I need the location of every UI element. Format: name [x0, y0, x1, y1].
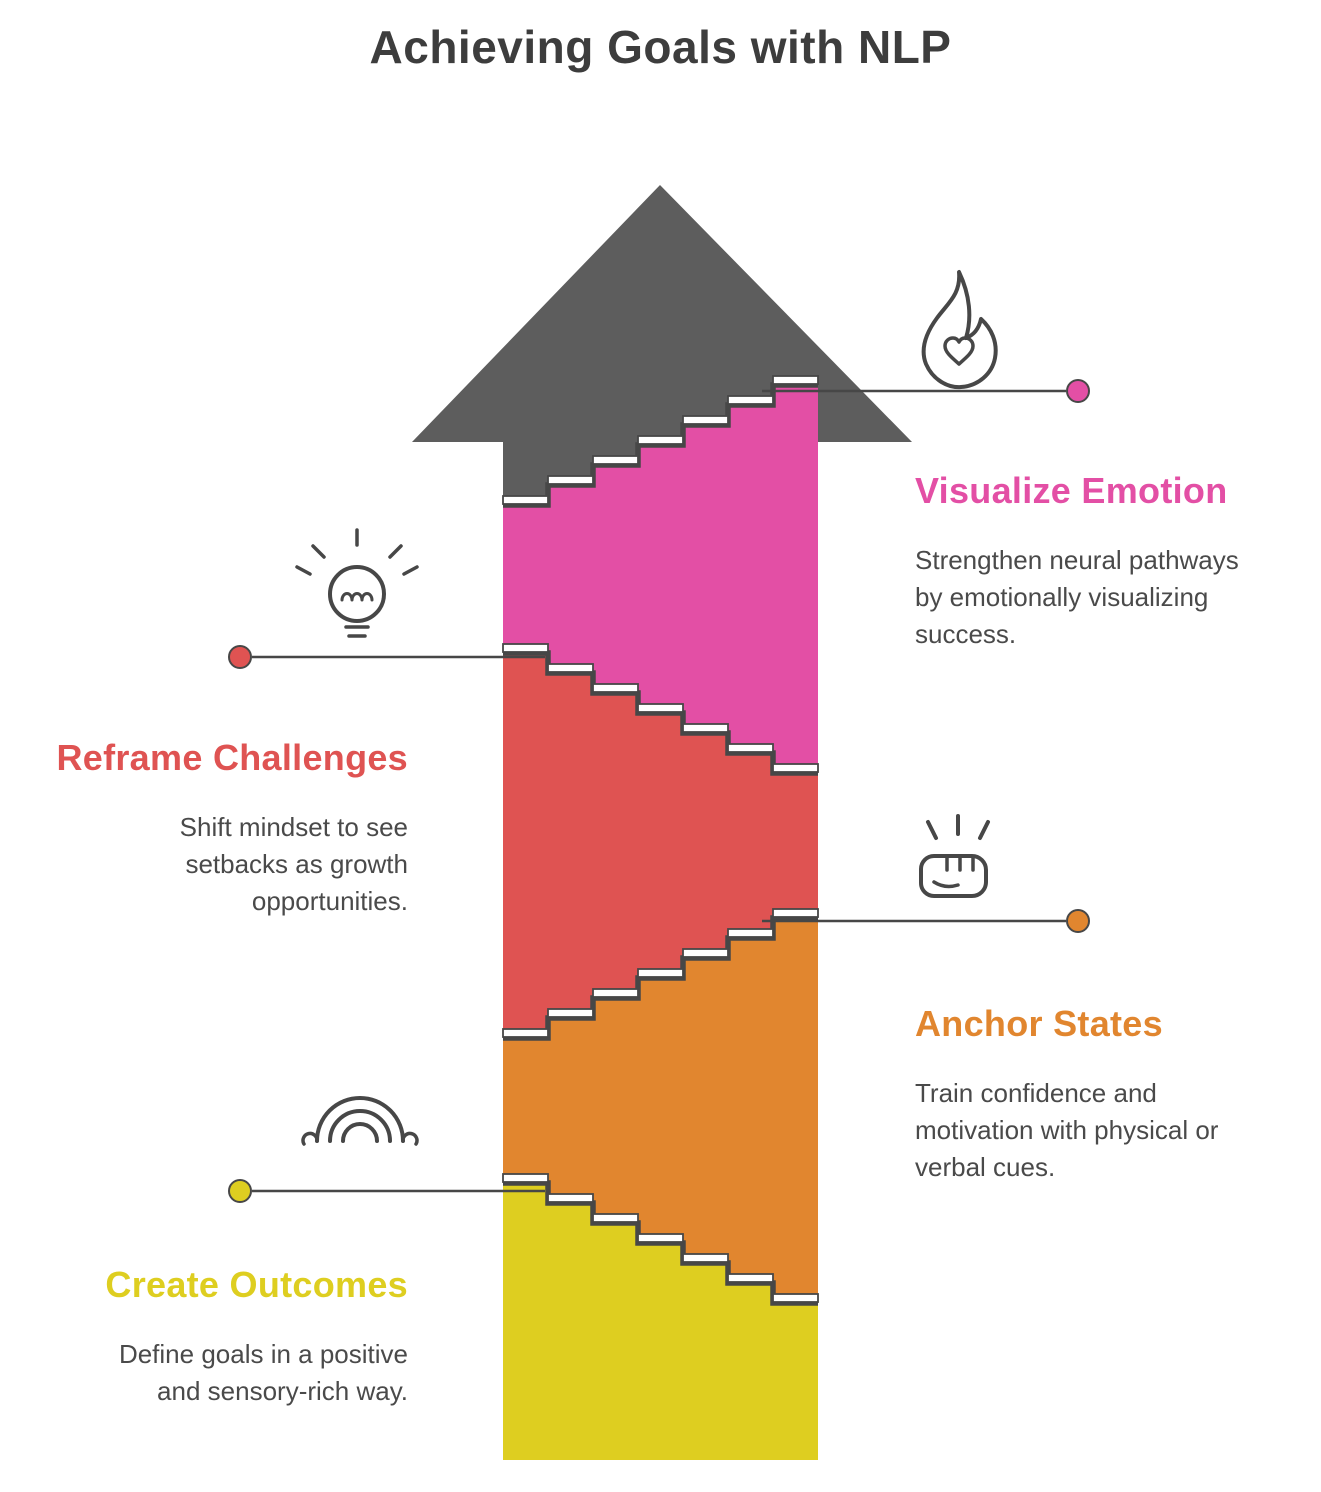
lightbulb-icon	[295, 528, 419, 638]
stair-shadow-create-outcomes	[503, 1180, 818, 1306]
section-block-visualize-emotion: Visualize Emotion Strengthen neural path…	[915, 470, 1315, 653]
connector-dot-reframe-challenges	[228, 645, 252, 669]
step-tread	[682, 1253, 729, 1263]
stair-shadow-anchor-states	[503, 915, 818, 1041]
step-tread	[637, 703, 684, 713]
connector-dot-create-outcomes	[228, 1179, 252, 1203]
step-tread	[682, 415, 729, 425]
section-heading: Visualize Emotion	[915, 470, 1228, 511]
step-tread	[727, 743, 774, 753]
step-tread	[592, 988, 639, 998]
step-tread	[502, 495, 549, 505]
step-tread	[727, 395, 774, 405]
step-tread	[637, 435, 684, 445]
band-create-outcomes	[503, 1183, 818, 1460]
fist-icon	[919, 814, 990, 898]
step-tread	[592, 1213, 639, 1223]
step-tread	[502, 1173, 549, 1183]
step-tread	[502, 1028, 549, 1038]
step-tread	[502, 643, 549, 653]
step-tread	[592, 455, 639, 465]
step-tread	[727, 1273, 774, 1283]
page-title: Achieving Goals with NLP	[369, 21, 952, 73]
step-tread	[772, 375, 819, 385]
stair-shadow-reframe-challenges	[503, 650, 818, 776]
section-block-anchor-states: Anchor States Train confidence and motiv…	[915, 1003, 1315, 1186]
section-block-reframe-challenges: Reframe Challenges Shift mindset to see …	[8, 737, 408, 920]
step-tread	[637, 1233, 684, 1243]
step-tread	[772, 763, 819, 773]
section-block-create-outcomes: Create Outcomes Define goals in a positi…	[8, 1264, 408, 1410]
step-tread	[592, 683, 639, 693]
section-heading: Anchor States	[915, 1003, 1163, 1044]
step-tread	[727, 928, 774, 938]
connector-dot-visualize-emotion	[1066, 379, 1090, 403]
section-description: Define goals in a positive and sensory-r…	[118, 1339, 408, 1406]
flame-heart-icon	[921, 270, 998, 390]
section-description: Strengthen neural pathways by emotionall…	[915, 545, 1239, 649]
step-tread	[547, 1193, 594, 1203]
step-tread	[547, 1008, 594, 1018]
stair-shadow-visualize-emotion	[503, 382, 818, 508]
step-tread	[547, 475, 594, 485]
rainbow-icon	[301, 1096, 419, 1146]
step-tread	[637, 968, 684, 978]
section-description: Shift mindset to see setbacks as growth …	[179, 812, 408, 916]
section-description: Train confidence and motivation with phy…	[915, 1078, 1219, 1182]
step-tread	[772, 1293, 819, 1303]
connector-dot-anchor-states	[1066, 909, 1090, 933]
section-heading: Create Outcomes	[105, 1264, 408, 1305]
step-tread	[682, 948, 729, 958]
step-tread	[547, 663, 594, 673]
step-tread	[772, 908, 819, 918]
step-tread	[682, 723, 729, 733]
section-heading: Reframe Challenges	[56, 737, 408, 778]
